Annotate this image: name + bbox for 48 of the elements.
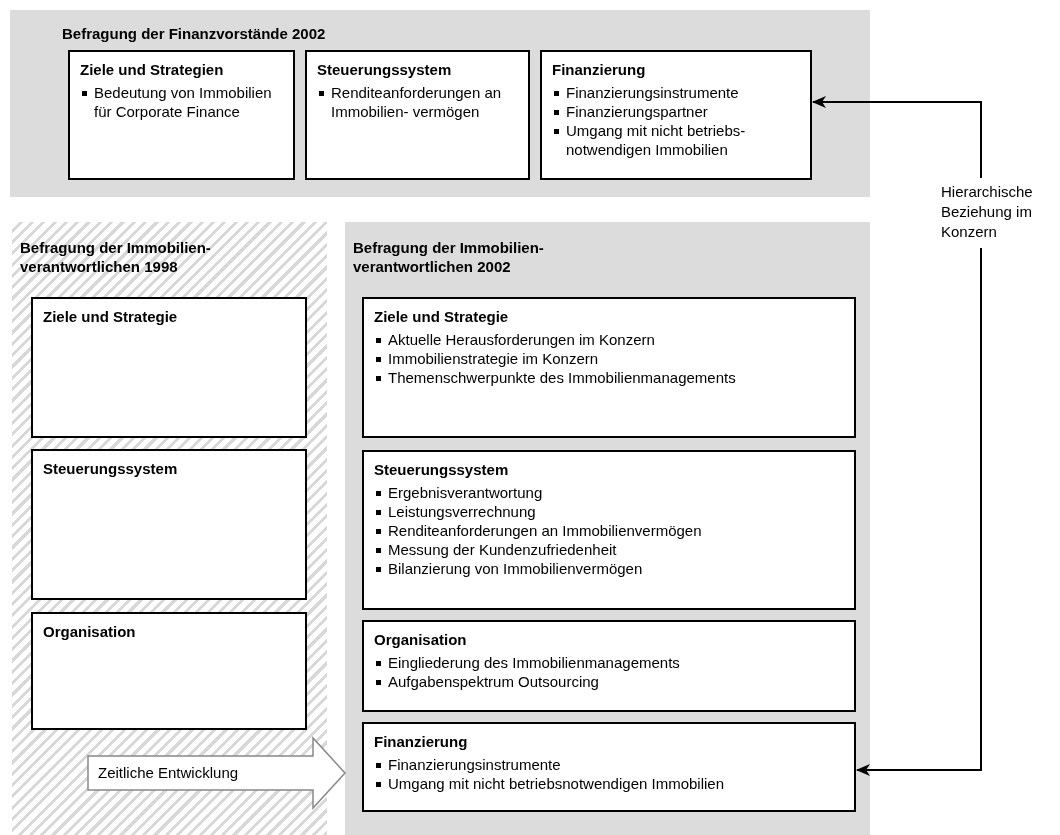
box-heading: Steuerungssystem <box>374 460 510 479</box>
bullet-item: Leistungsverrechnung <box>374 502 844 521</box>
group-panel <box>10 10 870 197</box>
bullet-item: Eingliederung des Immobilienmanagements <box>374 653 844 672</box>
hatched-panel <box>12 222 327 835</box>
block-arrow <box>87 736 346 810</box>
arrow <box>812 96 982 179</box>
bullet-item: Finanzierungsinstrumente <box>374 755 844 774</box>
bullet-item: Ergebnisverantwortung <box>374 483 844 502</box>
arrow <box>856 247 982 776</box>
box-heading: Steuerungssystem <box>43 459 179 478</box>
box-heading: Steuerungssystem <box>317 60 453 79</box>
bullet-item: Bilanzierung von Immobilienvermögen <box>374 559 844 578</box>
bullet-item: Finanzierungsinstrumente <box>552 83 800 102</box>
bullet-item: Umgang mit nicht betriebsnotwendigen Immobilien <box>374 774 844 793</box>
bullet-item: Messung der Kundenzufriedenheit <box>374 540 844 559</box>
bullet-item: Finanzierungspartner <box>552 102 800 121</box>
topic-box <box>362 450 856 610</box>
box-heading: Organisation <box>43 622 137 641</box>
bullet-item: Umgang mit nicht betriebs- notwendigen Immobilien <box>552 121 800 159</box>
topic-box <box>305 50 530 180</box>
bullet-item: Themenschwerpunkte des Immobilienmanagements <box>374 368 844 387</box>
panel-heading: Befragung der Finanzvorstände 2002 <box>62 24 327 43</box>
bullet-item: Immobilienstrategie im Konzern <box>374 349 844 368</box>
topic-box <box>31 449 307 600</box>
box-heading: Organisation <box>374 630 468 649</box>
annotation-text: Hierarchische Beziehung im Konzern <box>941 182 1059 246</box>
bullet-item: Bedeutung von Immobilien für Corporate Finance <box>80 83 283 121</box>
edge-label: Zeitliche Entwicklung <box>98 763 239 783</box>
panel-heading: Befragung der Immobilien- verantwortlichen 2002 <box>353 238 545 276</box>
box-heading: Ziele und Strategie <box>43 307 179 326</box>
bullet-item: Aufgabenspektrum Outsourcing <box>374 672 844 691</box>
topic-box <box>31 612 307 730</box>
bullet-item: Renditeanforderungen an Immobilienvermögen <box>374 521 844 540</box>
bullet-item: Aktuelle Herausforderungen im Konzern <box>374 330 844 349</box>
box-heading: Ziele und Strategien <box>80 60 225 79</box>
topic-box <box>362 722 856 812</box>
group-panel <box>345 222 870 835</box>
panel-heading: Befragung der Immobilien- verantwortlichen 1998 <box>20 238 212 276</box>
box-heading: Finanzierung <box>552 60 647 79</box>
box-heading: Finanzierung <box>374 732 469 751</box>
topic-box <box>362 620 856 712</box>
box-heading: Ziele und Strategie <box>374 307 510 326</box>
topic-box <box>31 297 307 438</box>
topic-box <box>362 297 856 438</box>
bullet-item: Renditeanforderungen an Immobilien- vermögen <box>317 83 518 121</box>
topic-box <box>540 50 812 180</box>
topic-box <box>68 50 295 180</box>
